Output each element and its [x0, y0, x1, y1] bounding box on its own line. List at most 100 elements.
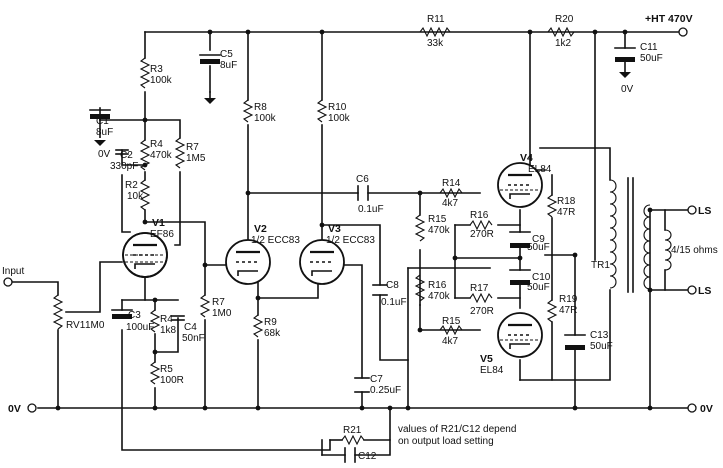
- tr1-transformer: [609, 177, 672, 293]
- c13-value: 50uF: [590, 341, 613, 352]
- r19-resistor: [546, 299, 558, 323]
- r10-value: 100k: [328, 113, 351, 124]
- r3-resistor: [139, 57, 151, 89]
- v3-name: V3: [328, 223, 341, 235]
- r21-name: R21: [343, 425, 362, 436]
- r9-value: 68k: [264, 328, 281, 339]
- r9-resistor: [252, 314, 264, 338]
- c3-capacitor: [111, 309, 133, 319]
- r8-name: R8: [254, 102, 267, 113]
- c1-name: C1: [96, 116, 109, 127]
- r14-value: 4k7: [442, 198, 459, 209]
- r4a-value: 470k: [150, 150, 173, 161]
- r17-value: 270R: [470, 306, 494, 317]
- r15b-value: 4k7: [442, 336, 459, 347]
- r3-name: R3: [150, 64, 163, 75]
- r4b-name: R4: [160, 314, 173, 325]
- r7a-value: 1M5: [186, 153, 206, 164]
- c9-capacitor: [509, 231, 531, 248]
- c5-value: 8uF: [220, 60, 237, 71]
- v2-value: 1/2 ECC83: [251, 235, 300, 246]
- c10-name: C10: [532, 272, 551, 283]
- v3-value: 1/2 ECC83: [326, 235, 375, 246]
- r4a-name: R4: [150, 139, 163, 150]
- c2-capacitor: [115, 149, 129, 155]
- v1-tube: [121, 231, 169, 279]
- r7a-name: R7: [186, 142, 199, 153]
- zero-v-right-label: 0V: [700, 403, 713, 415]
- c12-capacitor: [344, 447, 356, 463]
- r8-value: 100k: [254, 113, 277, 124]
- r3-value: 100k: [150, 75, 173, 86]
- v4-name: V4: [520, 152, 533, 164]
- r17-name: R17: [470, 283, 489, 294]
- r5-resistor: [149, 361, 161, 385]
- c3-value: 100uF: [126, 322, 154, 333]
- r17-resistor: [469, 292, 493, 304]
- r19-name: R19: [559, 294, 578, 305]
- c12-name: C12: [358, 451, 377, 462]
- c4-value: 50nF: [182, 333, 205, 344]
- zero-v-left-label: 0V: [8, 403, 21, 415]
- r4b-value: 1k8: [160, 325, 177, 336]
- c3-name: C3: [128, 310, 141, 321]
- c6-name: C6: [356, 174, 369, 185]
- c5-capacitor: [199, 54, 221, 104]
- v4-tube: [496, 161, 544, 209]
- c2-value: 330pF: [110, 161, 138, 172]
- terminals: [3, 27, 697, 413]
- input-terminal: [3, 277, 13, 287]
- rv1-name: RV1: [66, 320, 86, 331]
- capacitors: [89, 47, 636, 463]
- zero-v-left-terminal: [27, 403, 37, 413]
- r16a-value: 270R: [470, 229, 494, 240]
- r18-name: R18: [557, 196, 576, 207]
- v2-tube: [224, 238, 272, 286]
- resistors: [52, 26, 575, 446]
- ht-terminal: [678, 27, 688, 37]
- c10-capacitor: [509, 269, 531, 285]
- c9-value: 50uF: [527, 242, 550, 253]
- r16a-resistor: [469, 219, 493, 231]
- c1-value: 8uF: [96, 127, 113, 138]
- c11-name: C11: [640, 42, 658, 53]
- c2-name: C2: [120, 150, 133, 161]
- c11-capacitor: [614, 47, 636, 78]
- c6-value: 0.1uF: [358, 204, 384, 215]
- c8-value: 0.1uF: [381, 297, 407, 308]
- c11-value: 50uF: [640, 53, 663, 64]
- r18-resistor: [546, 194, 558, 218]
- rv1-resistor: [52, 294, 64, 330]
- c7-name: C7: [370, 374, 383, 385]
- r2-value: 10k: [127, 191, 144, 202]
- c1-ground-icon: [94, 140, 106, 146]
- c7-capacitor: [354, 377, 370, 393]
- r9-name: R9: [264, 317, 277, 328]
- r2-resistor: [139, 179, 151, 211]
- c8-name: C8: [386, 280, 399, 291]
- r20-resistor: [547, 26, 575, 38]
- c1-ground-label: 0V: [98, 149, 111, 160]
- c4-capacitor: [171, 315, 185, 321]
- r14-name: R14: [442, 178, 461, 189]
- c8-capacitor: [372, 284, 388, 296]
- ls1-label: LS: [698, 205, 711, 217]
- r20-name: R20: [555, 14, 574, 25]
- c9-name: C9: [532, 234, 545, 245]
- zero-v-right-terminal: [687, 403, 697, 413]
- r15a-name: R15: [428, 214, 447, 225]
- r7a-resistor: [174, 137, 186, 169]
- v1-value: EF86: [150, 229, 174, 240]
- note-line1: values of R21/C12 depend: [398, 424, 516, 435]
- r19-value: 47R: [559, 305, 577, 316]
- r21-resistor: [341, 434, 365, 446]
- r5-value: 100R: [160, 375, 184, 386]
- r10-resistor: [316, 99, 328, 123]
- input-label: Input: [2, 266, 24, 277]
- c7-value: 0.25uF: [370, 385, 401, 396]
- r7b-value: 1M0: [212, 308, 232, 319]
- r15a-resistor: [414, 214, 426, 242]
- r20-value: 1k2: [555, 38, 572, 49]
- r11-name: R11: [427, 14, 445, 25]
